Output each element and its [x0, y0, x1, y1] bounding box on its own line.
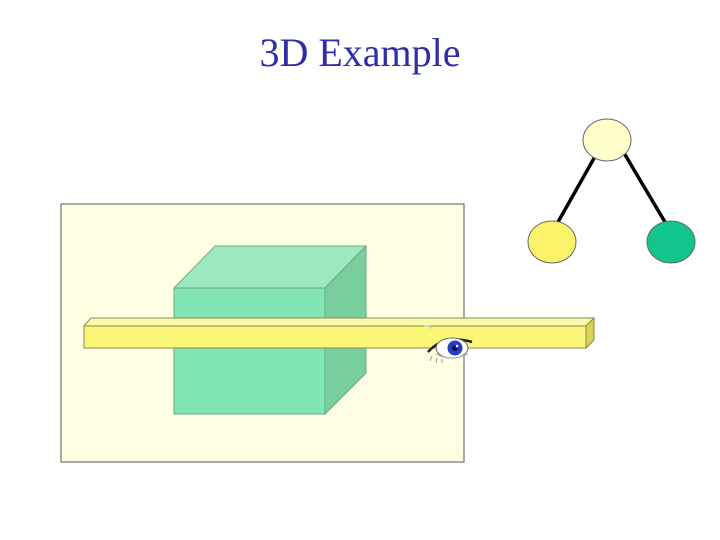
tree-edge-right: [622, 152, 667, 223]
bar-top-face: [82, 317, 596, 327]
tree-node-root: [582, 118, 632, 162]
tree-node-right: [646, 220, 696, 264]
tree-edge-left: [556, 152, 599, 223]
cube-front-face: [173, 287, 326, 415]
bar-front-face: [83, 325, 587, 349]
tree-node-left: [527, 220, 577, 264]
eye-sightline-tick: [424, 325, 431, 329]
tree-diagram: [527, 118, 696, 264]
yellow-bar: [82, 316, 596, 350]
eye-icon: [427, 337, 473, 364]
slide-title: 3D Example: [259, 30, 461, 75]
